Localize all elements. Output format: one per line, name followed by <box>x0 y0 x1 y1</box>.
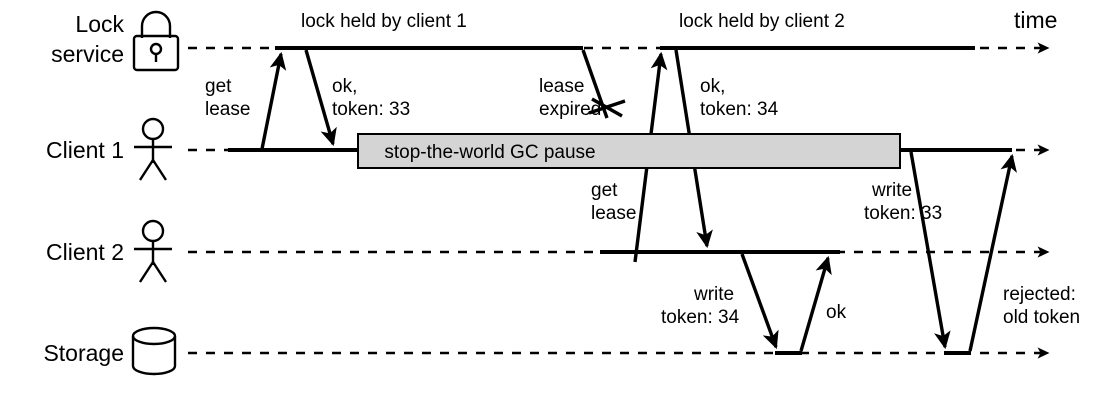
lane-label-lock-service-line1: Lock <box>75 11 124 37</box>
message-label-get-lease-2: get lease <box>591 180 636 224</box>
axis-label-time: time <box>1014 7 1057 33</box>
span-label-lock-held-by-client-2: lock held by client 2 <box>679 11 845 32</box>
message-label-ok-token-33: ok, token: 33 <box>332 76 410 120</box>
message-label-ok-token-34: ok, token: 34 <box>700 76 779 120</box>
person-icon-client-1 <box>134 117 172 181</box>
message-label-write-token-34: write token: 34 <box>661 284 740 328</box>
message-label-get-lease-2-line2: lease <box>591 203 636 224</box>
message-label-write-token-34-line1: write <box>693 284 734 305</box>
message-label-write-token-33-line2: token: 33 <box>864 203 942 224</box>
stop-the-world-gc-pause-label: stop-the-world GC pause <box>384 142 595 163</box>
message-arrow-rejected-old-token <box>968 153 1017 352</box>
span-label-lock-held-by-client-1: lock held by client 1 <box>301 11 467 32</box>
message-label-lease-expired-line2: expired <box>539 99 601 120</box>
stop-the-world-gc-pause-box <box>357 133 901 169</box>
message-label-ok-storage-line1: ok <box>826 302 847 323</box>
message-arrow-write-token-34 <box>740 253 779 350</box>
message-label-rejected-old-token-line1: rejected: <box>1003 284 1076 305</box>
message-label-ok-storage: ok <box>826 302 847 323</box>
message-arrow-ok-token-33 <box>304 49 337 147</box>
lane-label-client-1: Client 1 <box>46 137 124 163</box>
database-cylinder-icon <box>131 326 177 376</box>
lane-label-lock-service: Lock service <box>51 11 124 67</box>
message-label-lease-expired: lease expired <box>539 76 601 120</box>
person-icon-client-2 <box>134 219 172 283</box>
message-label-rejected-old-token: rejected: old token <box>1003 284 1080 328</box>
message-label-write-token-34-line2: token: 34 <box>661 307 740 328</box>
message-label-write-token-33: write token: 33 <box>864 180 942 224</box>
message-label-ok-token-34-line1: ok, <box>700 76 725 97</box>
message-label-ok-token-33-line1: ok, <box>332 76 357 97</box>
message-label-lease-expired-line1: lease <box>539 76 584 97</box>
message-arrow-get-lease-1 <box>260 51 287 150</box>
lease-expired-x-marker <box>588 97 626 118</box>
padlock-icon <box>132 10 180 72</box>
message-label-ok-token-33-line2: token: 33 <box>332 99 410 120</box>
message-arrow-write-token-33 <box>909 151 951 350</box>
message-label-ok-token-34-line2: token: 34 <box>700 99 779 120</box>
message-label-get-lease-1-line1: get <box>205 76 232 97</box>
message-label-write-token-33-line1: write <box>871 180 912 201</box>
message-label-get-lease-1-line2: lease <box>205 99 250 120</box>
message-label-get-lease-2-line1: get <box>591 180 618 201</box>
message-label-rejected-old-token-line2: old token <box>1003 307 1080 328</box>
message-arrow-ok-storage <box>799 255 832 352</box>
lane-label-storage: Storage <box>43 340 124 366</box>
message-label-get-lease-1: get lease <box>205 76 250 120</box>
lane-label-lock-service-line2: service <box>51 41 124 67</box>
lane-label-client-2: Client 2 <box>46 239 124 265</box>
